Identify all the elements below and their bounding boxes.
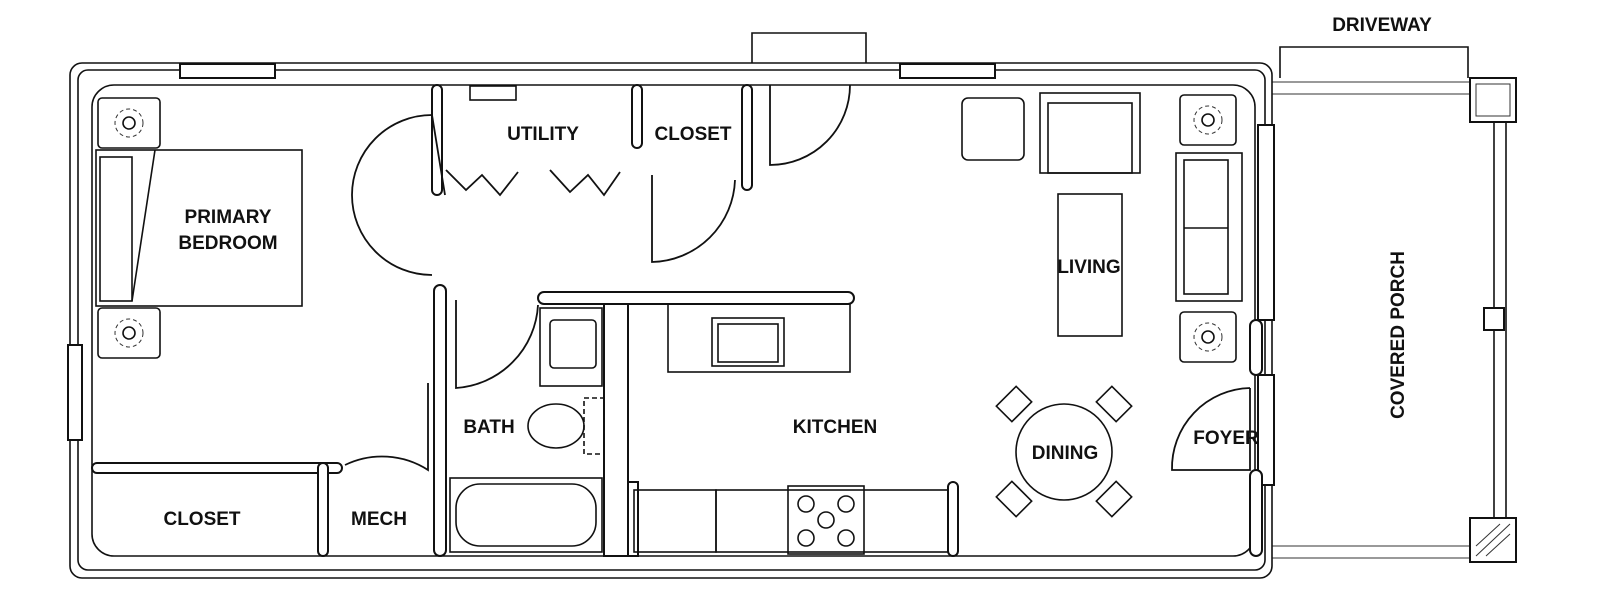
exterior-walls (67, 32, 1275, 579)
driveway-label: DRIVEWAY (1332, 15, 1432, 36)
counter-sink (667, 303, 851, 373)
bath-label: BATH (463, 417, 514, 438)
primary-bedroom-label-line1: PRIMARY (185, 207, 272, 228)
sofa (1175, 152, 1243, 302)
covered-porch-label: COVERED PORCH (1388, 251, 1409, 419)
mech-label: MECH (351, 509, 407, 530)
kitchen-label: KITCHEN (793, 417, 877, 438)
primary-bedroom-label-line2: BEDROOM (178, 233, 277, 254)
doors (344, 84, 1251, 472)
bed (95, 149, 303, 307)
counter-range (715, 489, 949, 553)
porch-column-top (1469, 77, 1517, 123)
nightstand (97, 97, 161, 149)
armchair (1039, 92, 1141, 174)
side-table (961, 97, 1025, 161)
closet-lower-label: CLOSET (163, 509, 240, 530)
dining-table (1015, 403, 1113, 501)
toilet (527, 403, 585, 449)
range (787, 485, 865, 555)
covered-porch: COVERED PORCH (1272, 77, 1517, 563)
tub (449, 477, 603, 553)
fixtures (95, 85, 1243, 555)
vanity (539, 307, 603, 387)
nightstand (97, 307, 161, 359)
room-labels: UTILITY CLOSET PRIMARY BEDROOM LIVING BA… (163, 124, 1259, 530)
interior-walls (91, 84, 1263, 557)
coffee-table (1057, 193, 1123, 337)
foyer-label: FOYER (1193, 428, 1259, 449)
closet-upper-label: CLOSET (654, 124, 731, 145)
living-label: LIVING (1057, 257, 1120, 278)
utility-label: UTILITY (507, 124, 579, 145)
fridge (633, 489, 717, 553)
dining-label: DINING (1032, 443, 1099, 464)
driveway: DRIVEWAY (1279, 15, 1469, 78)
